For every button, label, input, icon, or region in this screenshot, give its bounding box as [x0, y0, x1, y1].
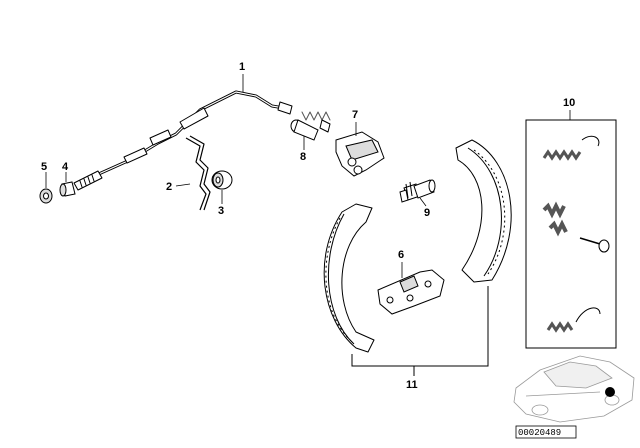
- location-dot-icon: [605, 387, 615, 397]
- part-11-brake-shoes[interactable]: [323, 139, 512, 353]
- callout-6: 6: [398, 249, 404, 261]
- reference-number: 00020489: [518, 428, 561, 438]
- callout-11: 11: [406, 379, 418, 391]
- callout-3: 3: [218, 205, 224, 217]
- parking-brake-cable[interactable]: [73, 90, 331, 191]
- callout-11-bracket: [351, 286, 489, 376]
- part-9-adjuster[interactable]: [399, 179, 436, 203]
- part-4-nut[interactable]: [59, 181, 76, 197]
- part-7-lever[interactable]: [335, 131, 385, 177]
- reference-box: [515, 425, 577, 439]
- callout-8: 8: [300, 151, 306, 163]
- part-5-washer[interactable]: [39, 188, 53, 204]
- callout-9: 9: [424, 207, 430, 219]
- car-thumbnail-icon: [513, 355, 635, 423]
- part-8-pin[interactable]: [290, 119, 319, 141]
- callout-1: 1: [239, 61, 245, 73]
- callout-7: 7: [352, 109, 358, 121]
- callout-4: 4: [62, 161, 69, 173]
- callout-5: 5: [41, 161, 47, 173]
- part-6-strut[interactable]: [377, 269, 445, 315]
- callout-2: 2: [166, 181, 172, 193]
- callout-10: 10: [563, 97, 575, 109]
- part-2-clip[interactable]: [185, 135, 211, 211]
- part-3-grommet[interactable]: [211, 170, 233, 190]
- part-10-spring-kit[interactable]: [525, 119, 617, 349]
- leader-lines: [45, 74, 571, 278]
